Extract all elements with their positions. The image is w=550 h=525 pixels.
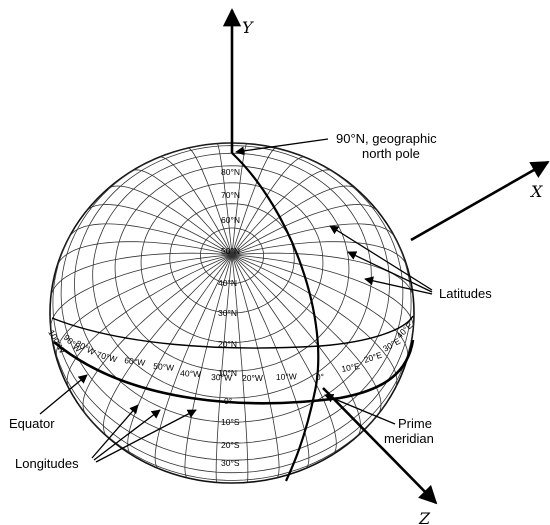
- meridian-line: [68, 223, 233, 256]
- meridian-line: [160, 156, 233, 256]
- meridian-line: [231, 254, 409, 358]
- latitude-label: 10°N: [218, 368, 237, 378]
- meridian-line: [187, 147, 233, 256]
- equator-pointer: [39, 374, 88, 415]
- meridian-line: [102, 254, 233, 436]
- meridian-line: [56, 241, 233, 266]
- meridian-line: [231, 254, 249, 483]
- meridian-line: [231, 241, 408, 266]
- meridian-line: [50, 252, 233, 297]
- prime-meridian-pointer: [324, 393, 396, 425]
- meridian-line: [231, 156, 304, 256]
- meridian-line: [50, 254, 233, 327]
- latitude-label: 30°S: [221, 458, 240, 468]
- latitude-label: 80°N: [221, 167, 240, 177]
- graticule: [50, 143, 414, 483]
- latitudes-pointer-3: [364, 276, 433, 295]
- meridian-line: [66, 254, 233, 387]
- longitude-label: 40°W: [180, 368, 201, 379]
- meridian-line: [231, 254, 414, 327]
- latitudes-label: Latitudes: [439, 286, 492, 301]
- latitude-label: 50°N: [221, 246, 240, 256]
- latitude-label: 40°N: [218, 278, 237, 288]
- meridian-line: [107, 185, 233, 256]
- longitude-label: 30°W: [211, 372, 232, 383]
- meridian-line: [231, 254, 382, 413]
- prime-meridian-label-line1: Prime: [398, 416, 432, 431]
- meridian-line: [231, 252, 414, 297]
- y-axis-label: Y: [242, 18, 254, 37]
- meridian-line: [127, 254, 233, 455]
- meridian-line: [231, 254, 337, 455]
- meridian-line: [215, 254, 233, 483]
- meridian-line: [184, 254, 233, 479]
- meridian-line: [55, 254, 233, 358]
- longitude-label: 50°W: [153, 361, 175, 373]
- north-pole-pointer: [235, 138, 329, 156]
- meridian-line: [231, 254, 398, 387]
- meridian-line: [231, 169, 332, 256]
- latitude-label: 0°: [224, 396, 232, 406]
- meridian-line: [231, 143, 248, 255]
- parallel-line: [52, 228, 412, 461]
- latitude-labels: 80°N 70°N 60°N 50°N 40°N 30°N 20°N 10°N 0° 10°S 20…: [218, 167, 240, 468]
- longitudes-pointer-2: [93, 409, 161, 461]
- longitude-label: 20°W: [242, 373, 263, 383]
- longitude-label: 10°E: [341, 361, 361, 374]
- latitude-label: 10°S: [221, 417, 240, 427]
- meridian-line: [231, 254, 362, 436]
- meridian-line: [231, 204, 378, 256]
- longitudes-pointer-1: [91, 404, 139, 459]
- longitude-label: 10°W: [276, 371, 297, 382]
- meridian-line: [231, 254, 310, 470]
- meridian-line: [231, 147, 277, 256]
- meridian-line: [132, 169, 233, 256]
- latitude-label: 70°N: [221, 190, 240, 200]
- meridian-line: [82, 254, 233, 413]
- latitude-label: 20°S: [221, 440, 240, 450]
- prime-meridian-label-line2: meridian: [384, 431, 434, 446]
- meridian-line: [86, 204, 233, 256]
- longitudes-pointer-3: [95, 409, 197, 463]
- meridian-line: [154, 254, 233, 470]
- parallel-line: [50, 315, 414, 474]
- longitudes-label: Longitudes: [15, 456, 79, 471]
- meridian-line: [231, 223, 396, 256]
- longitude-label: 60°W: [124, 355, 146, 368]
- x-axis-label: X: [529, 182, 543, 201]
- north-pole-label-line2: north pole: [362, 146, 420, 161]
- z-axis-label: Z: [418, 509, 431, 525]
- latitudes-pointer-2: [347, 251, 433, 293]
- prime-meridian-line: [231, 152, 320, 482]
- equator-band: [51, 315, 415, 405]
- x-axis: [410, 160, 550, 242]
- longitude-label: 0°: [316, 372, 325, 382]
- latitude-label: 30°N: [218, 308, 237, 318]
- north-pole-label-line1: 90°N, geographic: [336, 131, 437, 146]
- z-axis: [322, 387, 438, 505]
- parallel-line: [78, 399, 390, 481]
- latitude-label: 20°N: [218, 339, 237, 349]
- latitude-label: 60°N: [221, 215, 240, 225]
- latitudes-pointer-1: [329, 225, 433, 291]
- meridian-line: [231, 185, 357, 256]
- meridian-line: [216, 143, 233, 255]
- equator-label: Equator: [9, 416, 55, 431]
